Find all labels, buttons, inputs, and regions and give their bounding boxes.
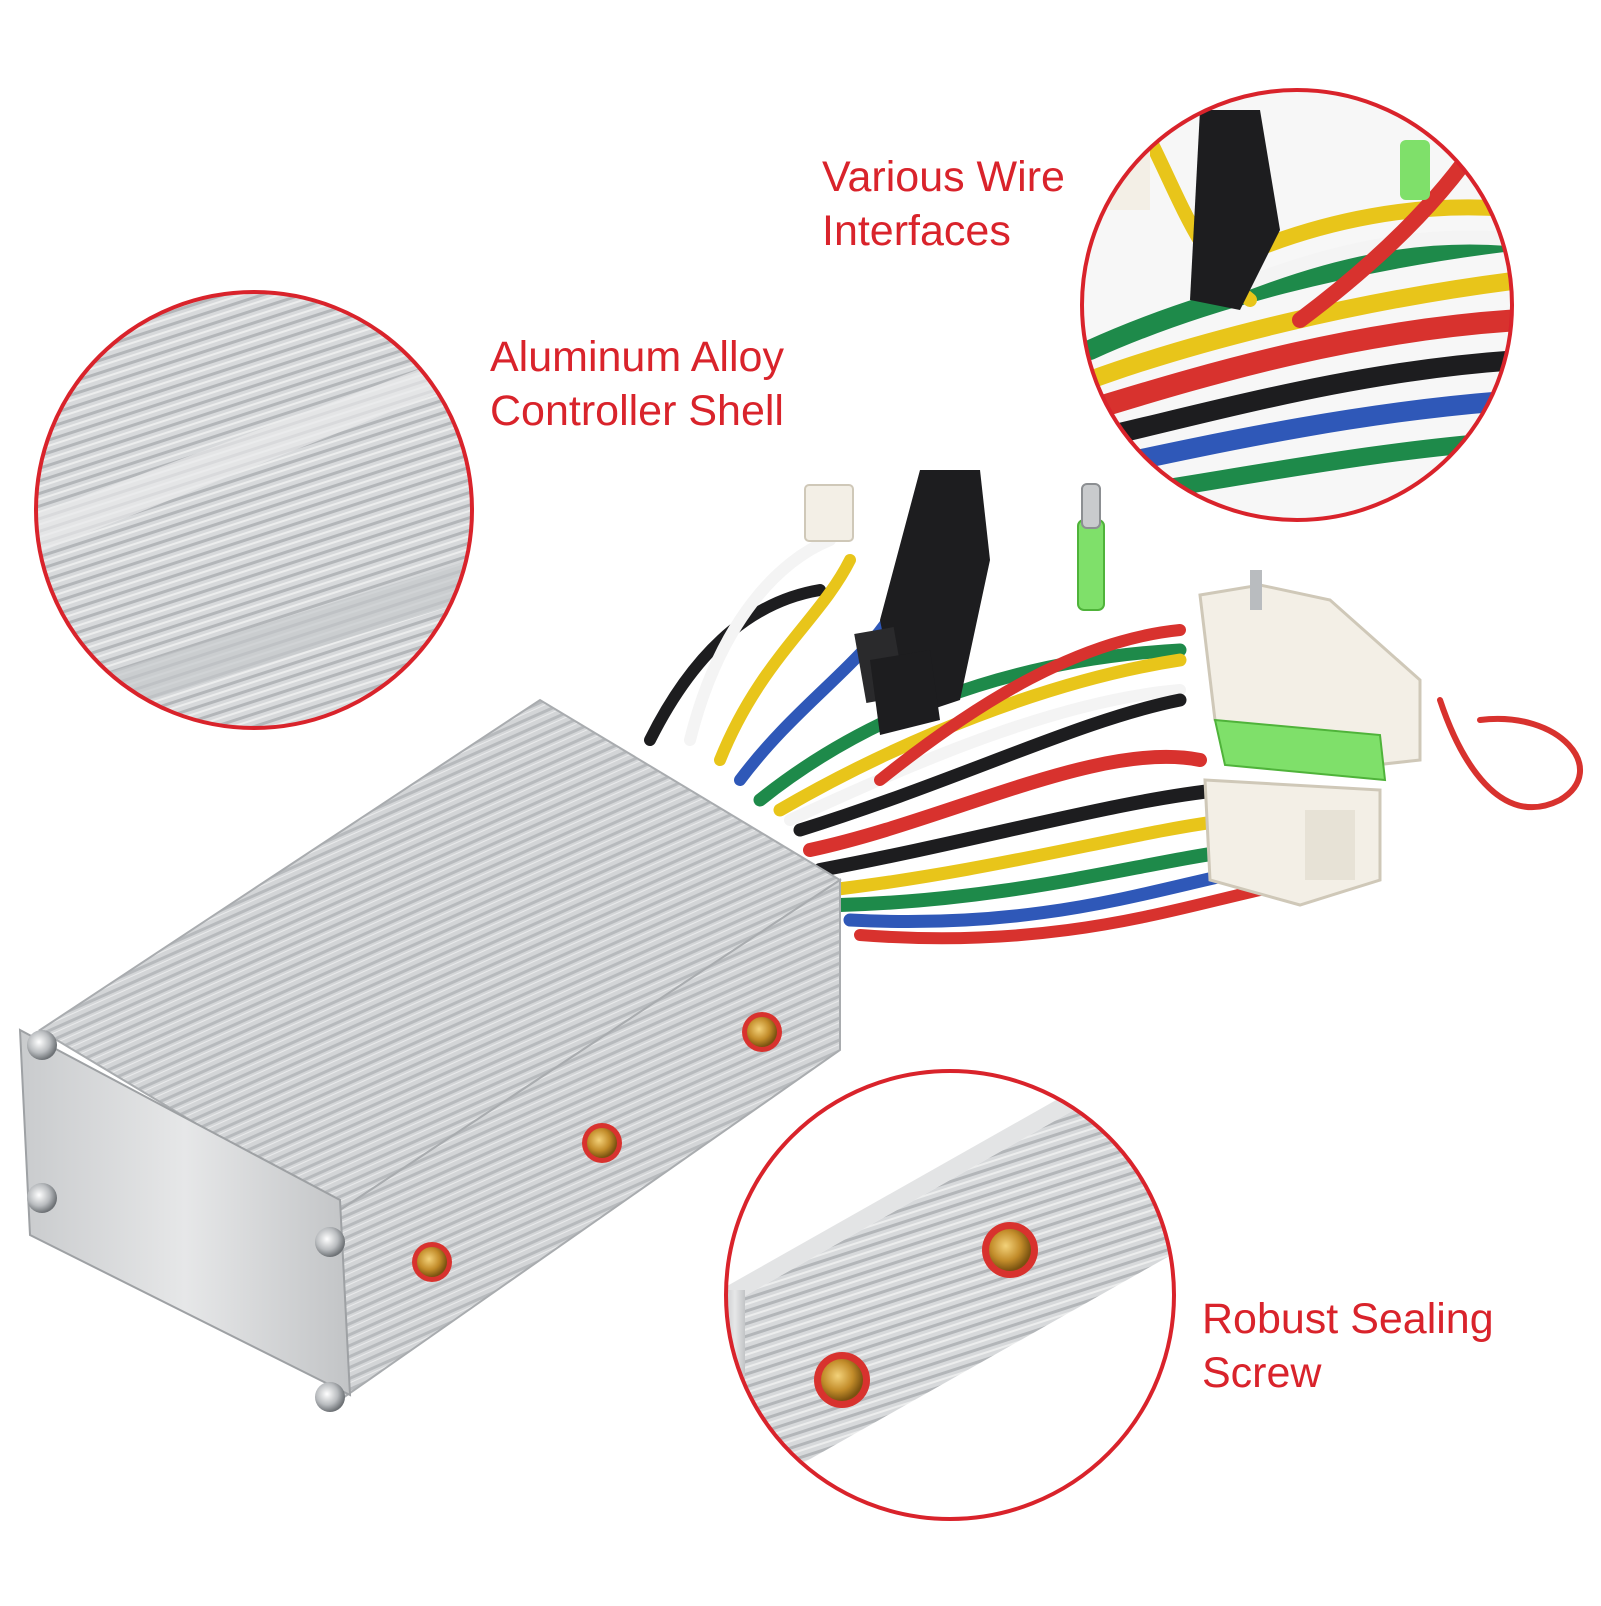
- controller-box: [18, 698, 842, 1412]
- green-bullet-connector: [1077, 483, 1105, 611]
- callout-wire-line1: Various Wire: [822, 153, 1065, 201]
- zoom-circle-wires: [1080, 88, 1514, 522]
- zoom-circle-shell: [34, 290, 474, 730]
- white-small-connector: [804, 484, 854, 542]
- callout-wire-line2: Interfaces: [822, 207, 1011, 255]
- white-lower-connector: [1203, 778, 1382, 907]
- callout-screw-line1: Robust Sealing: [1202, 1295, 1494, 1343]
- callout-shell-line1: Aluminum Alloy: [490, 333, 784, 381]
- callout-screw-line2: Screw: [1202, 1349, 1322, 1397]
- callout-sealing-screw: Robust Sealing Screw: [1202, 1292, 1494, 1400]
- green-connector: [1213, 718, 1387, 782]
- callout-controller-shell: Aluminum Alloy Controller Shell: [490, 330, 784, 438]
- zoom-circle-screw: [724, 1069, 1176, 1521]
- callout-wire-interfaces: Various Wire Interfaces: [822, 150, 1065, 258]
- black-connectors: [854, 470, 990, 735]
- callout-shell-line2: Controller Shell: [490, 387, 784, 435]
